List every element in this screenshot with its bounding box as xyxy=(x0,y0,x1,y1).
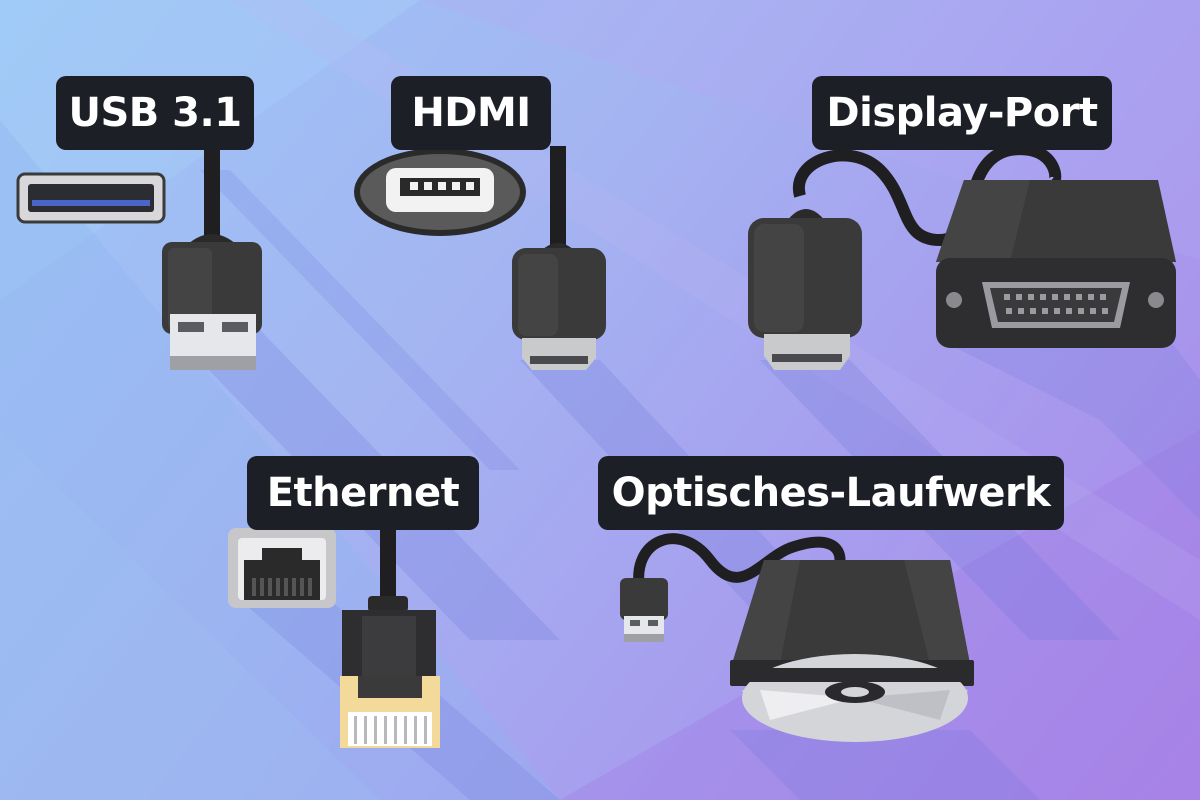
usb-plug-icon xyxy=(162,140,262,370)
dvi-adapter-icon xyxy=(936,180,1176,348)
label-ethernet: Ethernet xyxy=(247,456,479,530)
label-displayport: Display-Port xyxy=(812,76,1112,150)
displayport-plug-icon xyxy=(748,209,862,370)
ethernet-plug-icon xyxy=(340,530,440,748)
disc-icon xyxy=(730,654,974,742)
usb-mini-plug-icon xyxy=(620,578,668,642)
ethernet-port-icon xyxy=(228,528,336,608)
optical-drive-cable xyxy=(633,533,846,592)
hdmi-plug-icon xyxy=(512,146,606,370)
displayport-cable xyxy=(792,143,1062,247)
label-hdmi: HDMI xyxy=(391,76,551,150)
usb-port-icon xyxy=(16,172,166,224)
label-usb: USB 3.1 xyxy=(56,76,254,150)
label-optical: Optisches-Laufwerk xyxy=(598,456,1064,530)
hdmi-port-icon xyxy=(354,148,526,236)
